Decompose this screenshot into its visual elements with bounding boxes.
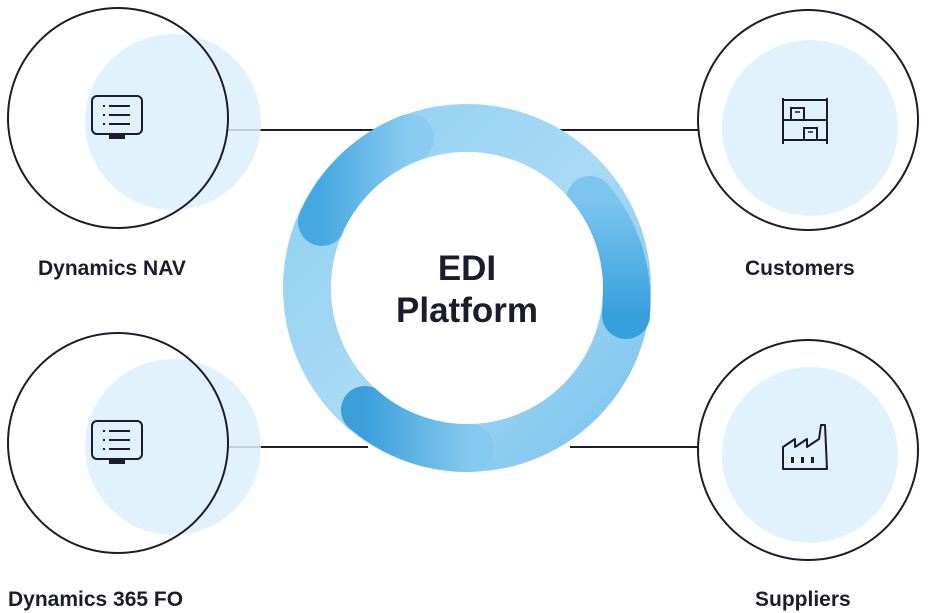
monitor-list-icon <box>91 420 143 464</box>
label-customers: Customers <box>745 257 855 280</box>
edi-platform-title: EDI Platform <box>367 248 567 332</box>
label-suppliers: Suppliers <box>755 588 851 611</box>
ring-arc-bottom <box>341 386 494 473</box>
label-dynamics-nav: Dynamics NAV <box>38 257 186 280</box>
edi-platform-title-line1: EDI <box>437 249 497 288</box>
warehouse-shelf-icon <box>782 98 828 144</box>
factory-icon <box>782 424 828 470</box>
monitor-list-icon <box>91 95 143 139</box>
node-dynamics-nav <box>7 7 261 229</box>
node-suppliers <box>697 339 919 561</box>
ring-arc-top <box>298 114 434 246</box>
node-customers <box>697 9 919 231</box>
ring-arc-right <box>566 176 651 339</box>
edi-platform-title-line2: Platform <box>396 291 538 330</box>
edi-platform-ring <box>283 104 651 473</box>
label-dynamics-365-fo: Dynamics 365 FO <box>8 588 184 611</box>
node-dynamics-365-fo <box>7 332 261 554</box>
